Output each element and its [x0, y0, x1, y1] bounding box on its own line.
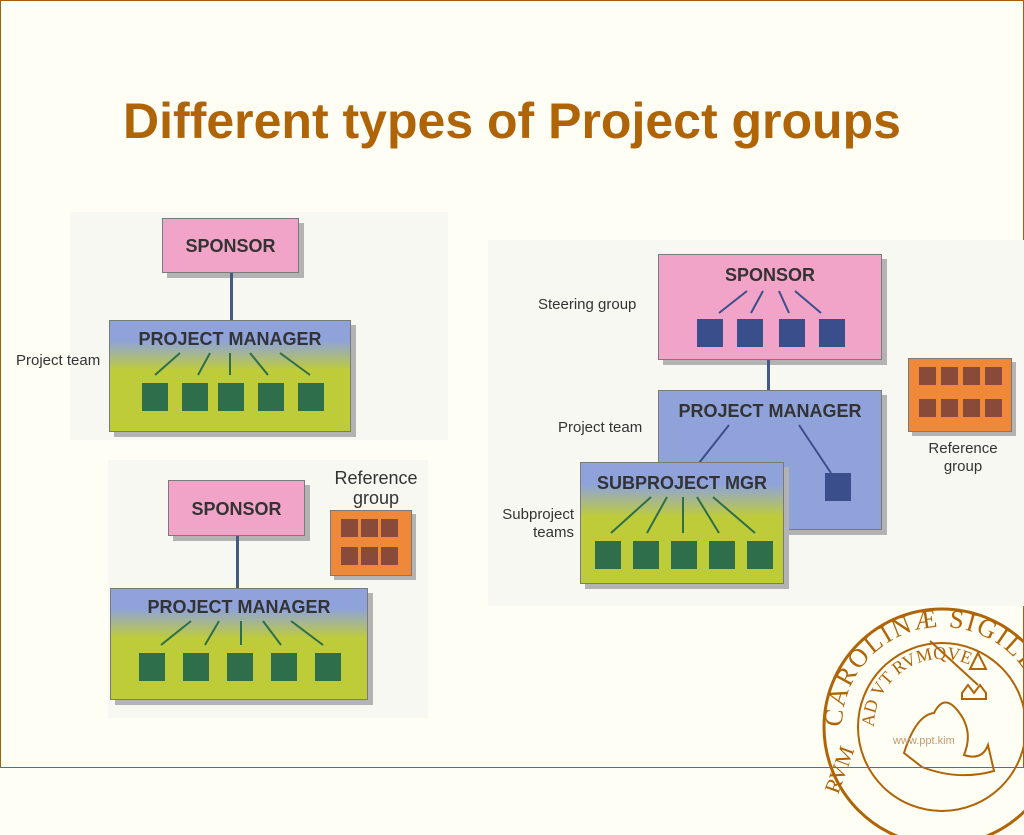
sponsor-connector	[236, 536, 239, 588]
team-member-icon	[258, 383, 284, 411]
subproject-member-icon	[671, 541, 697, 569]
subproject-teams-label: Subproject teams	[502, 506, 574, 541]
team-member-icon	[298, 383, 324, 411]
team-member-icon	[218, 383, 244, 411]
reference-member-icon	[341, 547, 358, 565]
project-team-side-label: Project team	[558, 419, 643, 436]
sponsor-connector	[767, 360, 770, 390]
steering-connectors	[718, 290, 822, 314]
steering-member-icon	[779, 319, 805, 347]
reference-member-icon	[963, 399, 980, 417]
team-member-icon	[271, 653, 297, 681]
subproject-member-icon	[747, 541, 773, 569]
team-member-icon	[183, 653, 209, 681]
sponsor-connector	[230, 273, 233, 321]
project-team-side-label: Project team	[16, 352, 101, 369]
team-connectors	[160, 620, 324, 646]
reference-member-icon	[919, 367, 936, 385]
reference-member-icon	[361, 547, 378, 565]
reference-group-label: Reference group	[928, 440, 998, 475]
steering-member-icon	[819, 319, 845, 347]
steering-member-icon	[697, 319, 723, 347]
reference-group-box	[908, 358, 1012, 432]
sponsor-label: SPONSOR	[724, 265, 816, 285]
sponsor-label: SPONSOR	[185, 236, 276, 256]
project-manager-label: PROJECT MANAGER	[678, 401, 862, 421]
sponsor-box: SPONSOR	[162, 218, 299, 273]
reference-member-icon	[341, 519, 358, 537]
project-manager-label: PROJECT MANAGER	[138, 329, 322, 349]
reference-member-icon	[919, 399, 936, 417]
slide-title: Different types of Project groups	[123, 93, 901, 149]
team-member-icon	[227, 653, 253, 681]
reference-member-icon	[381, 547, 398, 565]
team-member-icon	[182, 383, 208, 411]
reference-member-icon	[985, 399, 1002, 417]
reference-member-icon	[941, 399, 958, 417]
subproject-connectors	[610, 496, 756, 534]
team-member-icon	[139, 653, 165, 681]
project-manager-label: PROJECT MANAGER	[147, 597, 331, 617]
team-connectors	[154, 352, 311, 376]
reference-member-icon	[941, 367, 958, 385]
diagram-simple-project: SPONSOR PROJECT MANAGER	[70, 212, 448, 440]
reference-group-box	[330, 510, 412, 576]
team-member-icon	[825, 473, 851, 501]
subproject-member-icon	[709, 541, 735, 569]
subproject-member-icon	[633, 541, 659, 569]
reference-member-icon	[963, 367, 980, 385]
watermark-text: www.ppt.kim	[893, 735, 955, 747]
reference-member-icon	[381, 519, 398, 537]
project-team-box: PROJECT MANAGER	[110, 588, 368, 700]
university-seal-icon: CAROLINÆ SIGILL RVM AD VT RVMQVE	[819, 603, 1024, 835]
steering-group-label: Steering group	[538, 296, 637, 313]
sponsor-box: SPONSOR	[168, 480, 305, 536]
sponsor-label: SPONSOR	[191, 499, 282, 519]
project-team-box: PROJECT MANAGER	[109, 320, 351, 432]
diagram-reference-project: SPONSOR PROJECT MANAGER Reference group	[108, 460, 428, 718]
reference-member-icon	[361, 519, 378, 537]
subproject-member-icon	[595, 541, 621, 569]
subproject-manager-label: SUBPROJECT MGR	[596, 473, 767, 493]
reference-member-icon	[985, 367, 1002, 385]
manager-connectors	[698, 424, 832, 474]
subproject-team-box: SUBPROJECT MGR	[580, 462, 784, 584]
team-member-icon	[315, 653, 341, 681]
diagram-large-project: SPONSOR Steering group PROJECT MANAGER P…	[488, 240, 1024, 606]
reference-group-label: Reference group	[334, 468, 418, 508]
steering-member-icon	[737, 319, 763, 347]
team-member-icon	[142, 383, 168, 411]
sponsor-box: SPONSOR	[658, 254, 882, 360]
